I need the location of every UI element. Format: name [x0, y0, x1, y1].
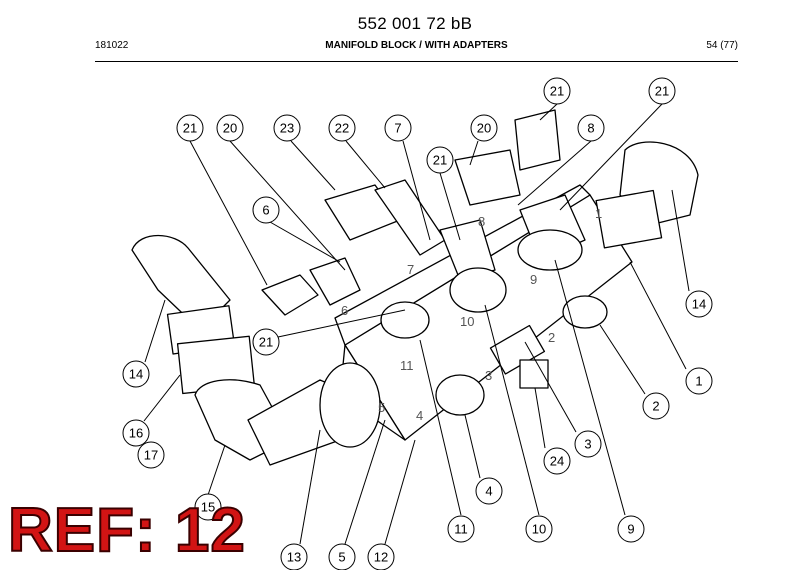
svg-text:11: 11: [454, 522, 468, 537]
svg-text:1: 1: [695, 374, 702, 389]
page-number: 54 (77): [706, 40, 738, 51]
header-divider: [95, 61, 738, 62]
callout-20: 20: [470, 114, 498, 142]
port-label-8: 8: [478, 214, 485, 229]
callout-24: 24: [543, 447, 571, 475]
callout-14: 14: [122, 360, 150, 388]
svg-text:5: 5: [338, 550, 345, 565]
date-code: 181022: [95, 40, 129, 51]
svg-text:21: 21: [550, 84, 564, 99]
svg-text:21: 21: [433, 153, 447, 168]
callout-9: 9: [617, 515, 645, 543]
callout-12: 12: [367, 543, 395, 570]
adapter-2: [562, 295, 608, 329]
callout-21: 21: [176, 114, 204, 142]
callout-8: 8: [577, 114, 605, 142]
callout-1: 1: [685, 367, 713, 395]
svg-text:6: 6: [262, 203, 269, 218]
port-label-2: 2: [548, 330, 555, 345]
port-label-7: 7: [407, 262, 414, 277]
nut-5: [319, 362, 381, 448]
adapter-6: [309, 257, 361, 306]
document-number: 552 001 72 bB: [357, 14, 473, 33]
svg-text:7: 7: [394, 121, 401, 136]
port-label-5: 5: [378, 400, 385, 415]
callout-16: 16: [122, 419, 150, 447]
callout-21: 21: [426, 146, 454, 174]
elbow-20-right: [454, 149, 521, 206]
nut-10: [449, 267, 507, 313]
fitting-21-lower: [380, 301, 430, 339]
callout-14: 14: [685, 290, 713, 318]
adapter-4: [435, 374, 485, 416]
callout-23: 23: [273, 114, 301, 142]
port-label-10: 10: [460, 314, 474, 329]
leader-lines: [143, 103, 690, 545]
svg-text:4: 4: [485, 484, 492, 499]
callout-21: 21: [648, 77, 676, 105]
svg-text:13: 13: [287, 550, 301, 565]
port-label-1: 1: [595, 206, 602, 221]
callout-17: 17: [137, 441, 165, 469]
port-label-4: 4: [416, 408, 423, 423]
svg-text:12: 12: [374, 550, 388, 565]
page-title: MANIFOLD BLOCK / WITH ADAPTERS: [325, 40, 508, 51]
callout-11: 11: [447, 515, 475, 543]
svg-text:2: 2: [652, 399, 659, 414]
svg-text:21: 21: [259, 335, 273, 350]
svg-text:14: 14: [692, 297, 706, 312]
manifold-drawing: [131, 109, 699, 466]
nut-9: [517, 229, 583, 271]
plug-24: [519, 359, 549, 389]
svg-text:21: 21: [655, 84, 669, 99]
port-label-6: 6: [341, 303, 348, 318]
svg-text:8: 8: [587, 121, 594, 136]
callout-4: 4: [475, 477, 503, 505]
callout-2: 2: [642, 392, 670, 420]
svg-text:17: 17: [144, 448, 158, 463]
callout-bubbles: 21 20 23 22 7 20 21 8 21 21 6 14 21 1 14…: [122, 77, 713, 570]
port-label-3: 3: [485, 368, 492, 383]
svg-text:21: 21: [183, 121, 197, 136]
port-label-9: 9: [530, 272, 537, 287]
svg-text:20: 20: [223, 121, 237, 136]
elbow-21-top: [514, 109, 561, 171]
svg-text:10: 10: [532, 522, 546, 537]
page-header: 181022 MANIFOLD BLOCK / WITH ADAPTERS 54…: [95, 40, 738, 54]
port-label-11: 11: [400, 358, 414, 373]
callout-5: 5: [328, 543, 356, 570]
callout-13: 13: [280, 543, 308, 570]
callout-21: 21: [543, 77, 571, 105]
svg-text:3: 3: [584, 437, 591, 452]
callout-7: 7: [384, 114, 412, 142]
svg-text:22: 22: [335, 121, 349, 136]
callout-3: 3: [574, 430, 602, 458]
nut-right: [595, 189, 663, 249]
callout-6: 6: [252, 196, 280, 224]
svg-text:20: 20: [477, 121, 491, 136]
elbow-21-center: [439, 219, 496, 281]
callout-20: 20: [216, 114, 244, 142]
svg-text:9: 9: [627, 522, 634, 537]
port-labels: 1 2 3 4 5 6 7 8 9 10 11: [341, 206, 602, 423]
callout-21: 21: [252, 328, 280, 356]
svg-text:15: 15: [201, 500, 215, 515]
elbow-21-left: [261, 274, 319, 316]
svg-text:23: 23: [280, 121, 294, 136]
callout-15: 15: [194, 493, 222, 521]
svg-text:14: 14: [129, 367, 143, 382]
callout-10: 10: [525, 515, 553, 543]
svg-text:24: 24: [550, 454, 564, 469]
callout-22: 22: [328, 114, 356, 142]
reference-badge: REF: 12: [7, 496, 246, 565]
svg-text:16: 16: [129, 426, 143, 441]
